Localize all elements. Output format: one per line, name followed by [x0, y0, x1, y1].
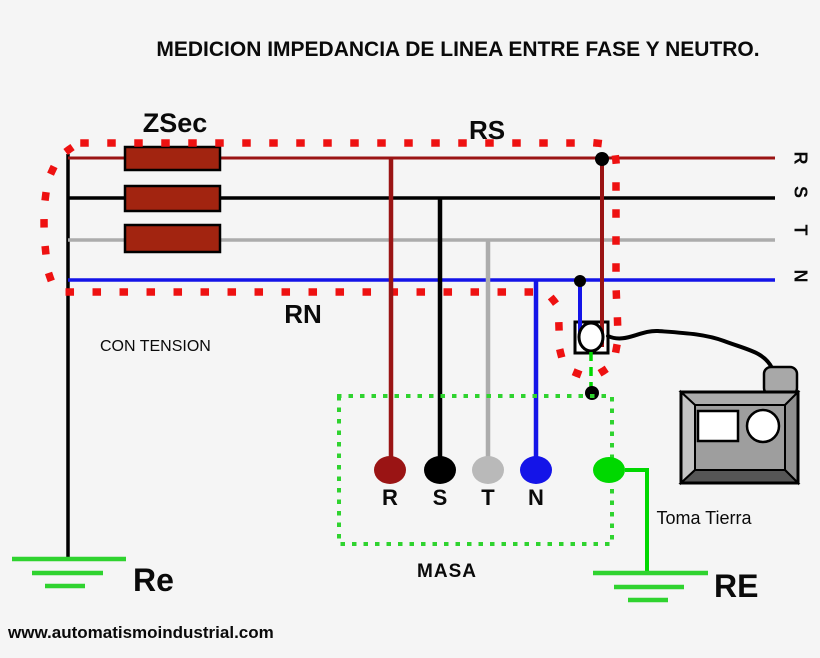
- page-title: MEDICION IMPEDANCIA DE LINEA ENTRE FASE …: [156, 38, 759, 61]
- con-tension-label: CON TENSION: [100, 338, 211, 355]
- phase-end-labels: R S T N: [791, 152, 811, 283]
- terminal-label-t: T: [481, 485, 495, 510]
- phase-lines: [68, 156, 775, 282]
- meter-bevel-bottom: [678, 469, 801, 484]
- rn-label: RN: [284, 299, 322, 329]
- terminal-earth: [593, 457, 625, 483]
- terminal-label-r: R: [382, 485, 398, 510]
- phase-end-label-t: T: [791, 225, 811, 236]
- terminal-label-n: N: [528, 485, 544, 510]
- rs-label: RS: [469, 115, 505, 145]
- meter-dial: [745, 408, 781, 444]
- terminal-label-s: S: [433, 485, 448, 510]
- impedance-meter: [678, 365, 801, 486]
- earth-wire: [625, 468, 649, 574]
- re-left-label: Re: [133, 562, 174, 598]
- socket-hole: [577, 321, 605, 353]
- re-right-label: RE: [714, 568, 758, 604]
- probe-wire: [606, 328, 774, 370]
- ground-symbol-left: [12, 556, 126, 589]
- meter-bevel-top: [678, 391, 801, 406]
- toma-tierra-label: Toma Tierra: [656, 508, 752, 528]
- measurement-loop-outline: [40, 139, 622, 379]
- terminal-n: [520, 456, 552, 484]
- impedance-block-r: [123, 145, 222, 172]
- terminal-r: [374, 456, 406, 484]
- terminals: R S T N: [374, 456, 625, 510]
- website-label: www.automatismoindustrial.com: [7, 623, 274, 642]
- meter-bevel-left: [680, 389, 696, 486]
- impedance-block-s: [123, 184, 222, 213]
- impedance-block-t: [123, 223, 222, 254]
- junction-dot-rn: [574, 275, 586, 287]
- drop-conductors: [388, 158, 539, 459]
- terminal-t: [472, 456, 504, 484]
- phase-end-label-s: S: [791, 186, 811, 198]
- masa-label: MASA: [417, 561, 477, 582]
- meter-display: [696, 409, 740, 443]
- zsec-label: ZSec: [143, 108, 208, 138]
- phase-end-label-n: N: [791, 270, 811, 283]
- terminal-s: [424, 456, 456, 484]
- junction-dot-masa: [585, 386, 599, 400]
- phase-end-label-r: R: [791, 152, 811, 165]
- meter-outline: [679, 390, 800, 485]
- junction-dot-rs: [595, 152, 609, 166]
- meter-bevel-right: [784, 389, 799, 486]
- zsec-impedance-blocks: [123, 145, 222, 254]
- ground-symbol-right: [593, 570, 708, 603]
